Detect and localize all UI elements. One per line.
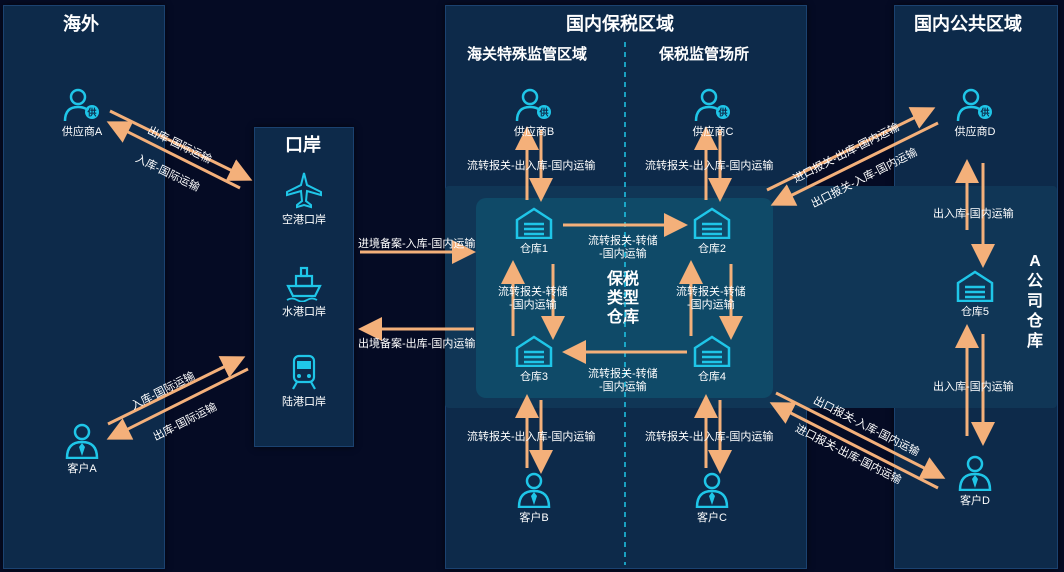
customer-b: 客户B [499, 472, 569, 525]
flow-wh1-wh3: 流转报关-转储 -国内运输 [498, 286, 568, 311]
arrow-supplierD-to-wh2 [770, 121, 939, 206]
customs-special-title: 海关特殊监管区域 [467, 46, 588, 63]
flow-wh1-wh2: 流转报关-转储 -国内运输 [588, 235, 658, 260]
airplane-icon [286, 172, 322, 209]
flow-entry-filing: 进境备案-入库-国内运输 [358, 238, 476, 250]
bonded-site-title: 保税监管场所 [659, 46, 750, 63]
warehouse-3: 仓库3 [499, 335, 569, 384]
svg-text:供: 供 [538, 107, 548, 118]
flow-d-bottom: 出入库-国内运输 [933, 381, 1014, 393]
customer-icon [517, 472, 551, 508]
ship-icon [286, 266, 322, 302]
supplier-icon: 供 [515, 88, 551, 122]
flow-wh4-wh3: 流转报关-转储 -国内运输 [588, 368, 658, 393]
arrow-wh2-to-supplierD [766, 107, 936, 192]
warehouse-2: 仓库2 [677, 207, 747, 256]
airport: 空港口岸 [269, 170, 339, 227]
warehouse-1: 仓库1 [499, 207, 569, 256]
warehouse-1-label: 仓库1 [519, 243, 549, 255]
supplier-a: 供 供应商A [47, 88, 117, 139]
supplier-a-label: 供应商A [61, 126, 103, 138]
bonded-warehouse-type-title: 保税 类型 仓库 [607, 271, 640, 326]
arrow-customerA-to-port [107, 356, 246, 426]
customer-icon [695, 472, 729, 508]
svg-text:供: 供 [86, 107, 96, 118]
supplier-b: 供 供应商B [499, 88, 569, 139]
warehouse-icon [693, 335, 731, 367]
warehouse-5-label: 仓库5 [960, 306, 990, 318]
domestic-public-title: 国内公共区域 [914, 14, 1022, 34]
supplier-icon: 供 [63, 88, 99, 122]
customer-a-label: 客户A [67, 463, 97, 475]
landport: 陆港口岸 [269, 352, 339, 409]
warehouse-icon [693, 207, 731, 239]
flow-transfer-b-top: 流转报关-出入库-国内运输 [467, 160, 596, 172]
landport-label: 陆港口岸 [282, 396, 326, 408]
flow-transfer-c-top: 流转报关-出入库-国内运输 [645, 160, 774, 172]
domestic-bonded-title: 国内保税区域 [566, 14, 674, 34]
supplier-b-label: 供应商B [513, 126, 555, 138]
seaport: 水港口岸 [269, 262, 339, 319]
warehouse-5: 仓库5 [940, 270, 1010, 319]
flow-transfer-b-bottom: 流转报关-出入库-国内运输 [467, 431, 596, 443]
warehouse-icon [515, 207, 553, 239]
port-title: 口岸 [285, 135, 321, 155]
supplier-icon: 供 [694, 88, 730, 122]
customer-d-label: 客户D [960, 495, 990, 507]
warehouse-4-label: 仓库4 [697, 371, 727, 383]
arrow-wh4-to-customerD [775, 391, 946, 479]
supplier-d-label: 供应商D [954, 126, 996, 138]
customer-d: 客户D [940, 455, 1010, 508]
flow-exit-filing: 出境备案-出库-国内运输 [358, 338, 476, 350]
flow-wh2-wh4: 流转报关-转储 -国内运输 [676, 286, 746, 311]
customer-a: 客户A [47, 423, 117, 476]
warehouse-4: 仓库4 [677, 335, 747, 384]
arrow-port-to-customerA [106, 367, 249, 440]
flow-d-top: 出入库-国内运输 [933, 208, 1014, 220]
arrow-port-to-supplierA [106, 121, 241, 190]
svg-text:供: 供 [717, 107, 727, 118]
arrow-customerD-to-wh4 [769, 402, 939, 490]
warehouse-icon [515, 335, 553, 367]
warehouse-3-label: 仓库3 [519, 371, 549, 383]
customer-icon [65, 423, 99, 459]
overseas-title: 海外 [63, 14, 99, 34]
warehouse-2-label: 仓库2 [697, 243, 727, 255]
supplier-c-label: 供应商C [692, 126, 734, 138]
supplier-c: 供 供应商C [678, 88, 748, 139]
customer-b-label: 客户B [519, 512, 549, 524]
seaport-label: 水港口岸 [282, 306, 326, 318]
supplier-icon: 供 [956, 88, 992, 122]
customer-c: 客户C [677, 472, 747, 525]
svg-text:供: 供 [979, 107, 989, 118]
customer-icon [958, 455, 992, 491]
airport-label: 空港口岸 [282, 214, 326, 226]
warehouse-icon [956, 270, 994, 302]
supplier-d: 供 供应商D [940, 88, 1010, 139]
company-warehouse-title: A 公 司 仓 库 [1027, 253, 1044, 350]
train-icon [292, 354, 316, 390]
customer-c-label: 客户C [697, 512, 727, 524]
flow-transfer-c-bottom: 流转报关-出入库-国内运输 [645, 431, 774, 443]
